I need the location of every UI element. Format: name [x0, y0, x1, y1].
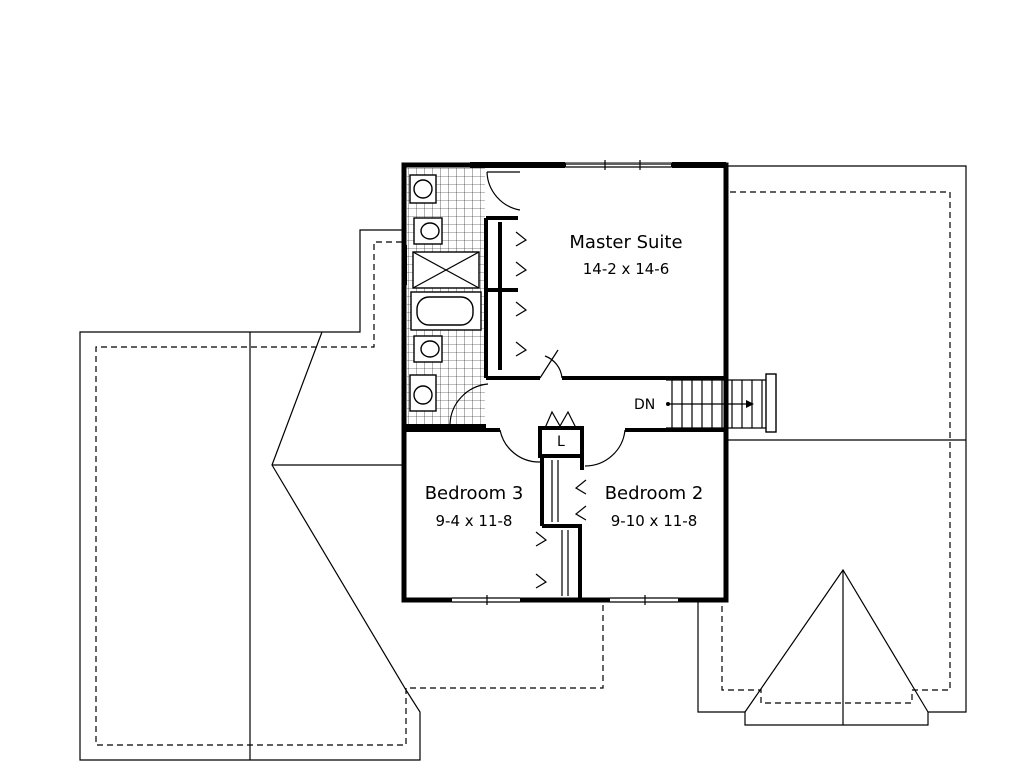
roof-outline: [79, 165, 967, 761]
room-name-bedroom-3: Bedroom 3: [425, 483, 524, 504]
room-name-master-suite: Master Suite: [569, 232, 682, 253]
room-dims-master-suite: 14-2 x 14-6: [583, 260, 670, 278]
stair-label: DN: [634, 397, 655, 413]
linen-label: L: [557, 434, 565, 450]
doors: [449, 171, 626, 589]
stairs: DN: [634, 373, 777, 433]
room-dims-bedroom-3: 9-4 x 11-8: [436, 512, 513, 530]
room-dims-bedroom-2: 9-10 x 11-8: [611, 512, 698, 530]
room-labels: L Master Suite 14-2 x 14-6 Bedroom 3 9-4…: [425, 232, 704, 530]
exterior-walls: [401, 160, 729, 605]
bathroom: [407, 168, 485, 426]
room-name-bedroom-2: Bedroom 2: [605, 483, 704, 504]
interior-walls: [404, 216, 726, 600]
